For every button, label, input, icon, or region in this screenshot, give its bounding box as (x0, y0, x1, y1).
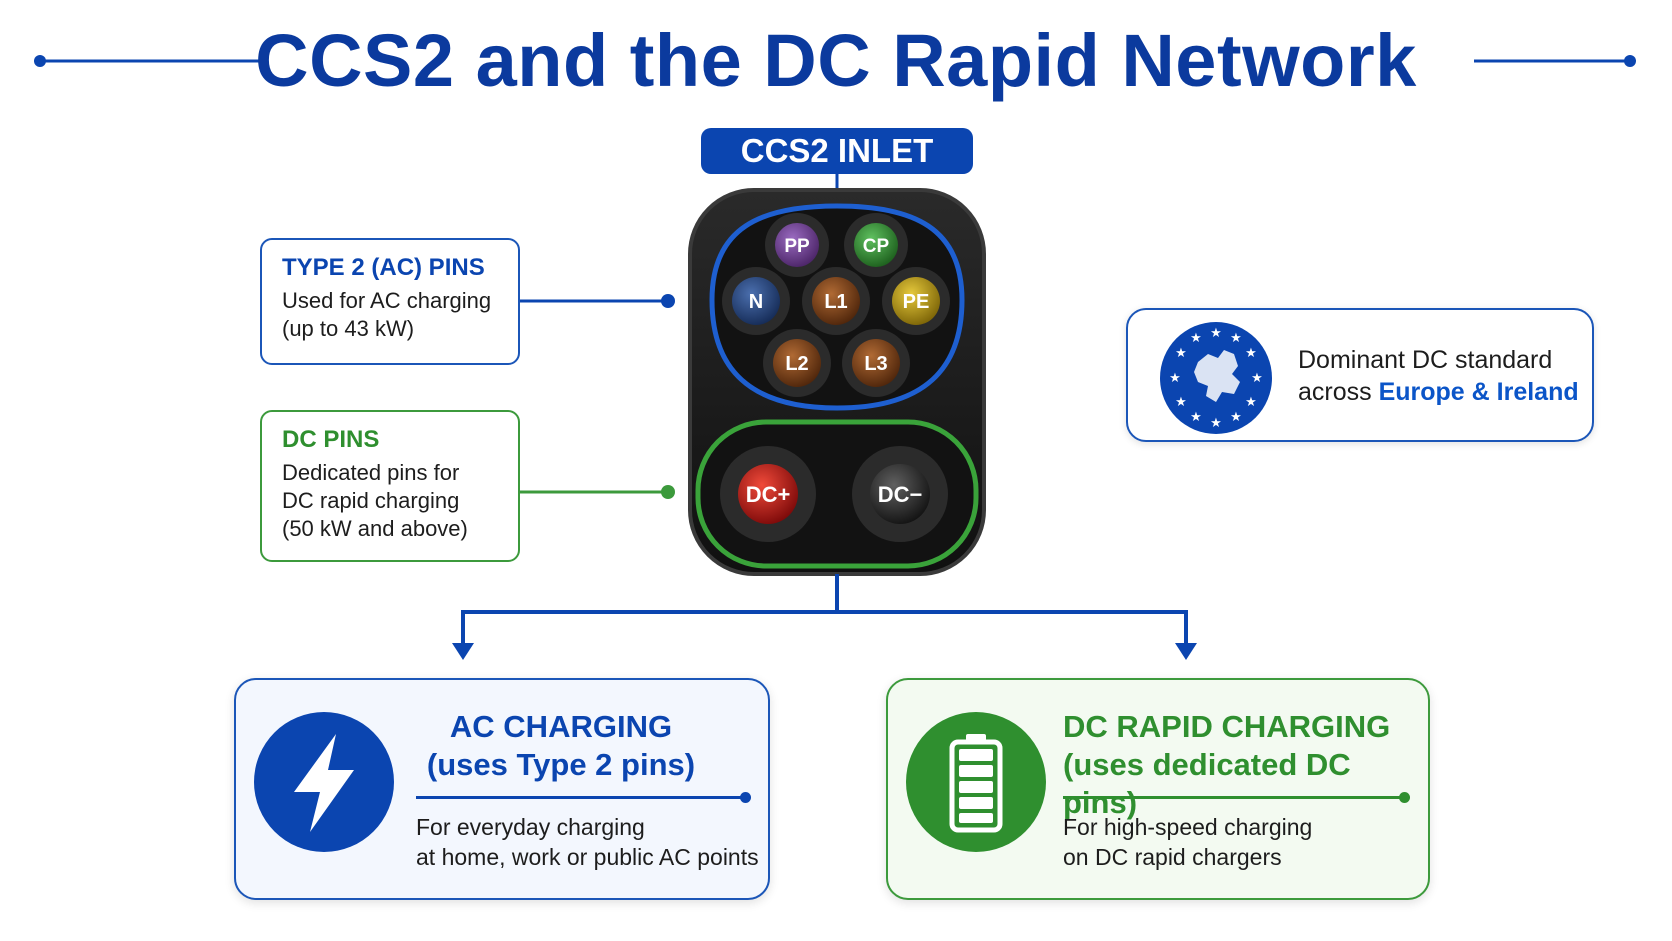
pin-pp (765, 213, 829, 277)
ac-card-title-line1: AC CHARGING (449, 709, 673, 744)
europe-standard-callout: ★★★ ★★★ ★★★ ★★★ Dominant DC standard acr… (1126, 308, 1594, 442)
ac-card-description: For everyday charging at home, work or p… (416, 812, 759, 872)
ac-card-desc-line1: For everyday charging (416, 814, 645, 840)
branch-arrows (461, 574, 1188, 645)
svg-text:★: ★ (1245, 346, 1257, 361)
eu-callout-highlight: Europe & Ireland (1378, 378, 1579, 406)
lightning-bolt-icon (294, 734, 354, 832)
dc-card-divider (1063, 792, 1410, 803)
pin-label-pe: PE (903, 291, 930, 313)
dc-rapid-charging-card: DC RAPID CHARGING (uses dedicated DC pin… (886, 678, 1430, 900)
svg-text:★: ★ (1210, 326, 1222, 341)
pin-label-dc-plus: DC+ (746, 482, 791, 507)
battery-icon (949, 734, 1003, 833)
pin-l2 (763, 329, 831, 397)
ac-card-icon-circle (254, 712, 394, 852)
dc-card-title-line2: (uses dedicated DC pins) (1063, 747, 1351, 820)
dc-pins-callout: DC PINS Dedicated pins for DC rapid char… (260, 410, 520, 562)
ac-card-title-line2: (uses Type 2 pins) (426, 747, 696, 782)
type2-callout-line2: (up to 43 kW) (282, 316, 415, 341)
dc-card-description: For high-speed charging on DC rapid char… (1063, 812, 1312, 872)
svg-text:★: ★ (1190, 410, 1202, 425)
pin-label-l1: L1 (824, 291, 847, 313)
ac-card-divider (416, 792, 751, 803)
type2-callout-heading: TYPE 2 (AC) PINS (282, 254, 485, 281)
pin-cp (844, 213, 908, 277)
pin-dc-plus (720, 446, 816, 542)
svg-text:★: ★ (1210, 416, 1222, 431)
pin-l3 (842, 329, 910, 397)
pin-label-n: N (749, 291, 763, 313)
type2-callout-line1: Used for AC charging (282, 288, 492, 313)
svg-text:★: ★ (1175, 395, 1187, 410)
eu-callout-line2-prefix: across (1298, 378, 1379, 406)
dc-callout-heading: DC PINS (282, 426, 380, 453)
pin-label-l3: L3 (864, 353, 887, 375)
title-rule-left (34, 55, 260, 67)
pin-pe (882, 267, 950, 335)
dc-card-desc-line1: For high-speed charging (1063, 814, 1313, 840)
eu-callout-line1: Dominant DC standard (1298, 346, 1553, 374)
svg-text:★: ★ (1251, 371, 1263, 386)
dc-card-desc-line2: on DC rapid chargers (1063, 844, 1282, 870)
svg-text:★: ★ (1230, 331, 1242, 346)
ccs2-inlet-label: CCS2 INLET (701, 128, 973, 174)
pin-label-pp: PP (784, 236, 810, 257)
page-title: CCS2 and the DC Rapid Network (255, 19, 1417, 102)
eu-callout-line2: across Europe & Ireland (1298, 376, 1579, 408)
pin-l1 (802, 267, 870, 335)
svg-text:★: ★ (1175, 346, 1187, 361)
dc-card-title: DC RAPID CHARGING (uses dedicated DC pin… (1063, 708, 1428, 822)
eu-flag-icon: ★★★ ★★★ ★★★ ★★★ (1160, 322, 1272, 434)
arrow-left-head (452, 643, 474, 660)
arrow-right-head (1175, 643, 1197, 660)
title-rule-right (1474, 55, 1636, 67)
type2-pins-callout: TYPE 2 (AC) PINS Used for AC charging (u… (260, 238, 520, 365)
type2-connector (520, 294, 675, 308)
pin-dc-minus (852, 446, 948, 542)
dc-connector (520, 485, 675, 499)
pin-label-dc-minus: DC− (878, 482, 923, 507)
dc-callout-line2: DC rapid charging (282, 488, 460, 513)
dc-card-title-line1: DC RAPID CHARGING (1063, 709, 1391, 744)
ac-charging-card: AC CHARGING (uses Type 2 pins) For every… (234, 678, 770, 900)
ac-card-title: AC CHARGING (uses Type 2 pins) (426, 708, 696, 784)
ac-card-desc-line2: at home, work or public AC points (416, 844, 759, 870)
pin-n (722, 267, 790, 335)
svg-text:★: ★ (1245, 395, 1257, 410)
svg-text:★: ★ (1230, 410, 1242, 425)
dc-callout-line1: Dedicated pins for (282, 460, 460, 485)
pin-label-cp: CP (863, 236, 890, 257)
dc-card-icon-circle (906, 712, 1046, 852)
svg-text:★: ★ (1169, 371, 1181, 386)
dc-callout-line3: (50 kW and above) (282, 516, 468, 541)
svg-text:★: ★ (1190, 331, 1202, 346)
pin-label-l2: L2 (785, 353, 808, 375)
